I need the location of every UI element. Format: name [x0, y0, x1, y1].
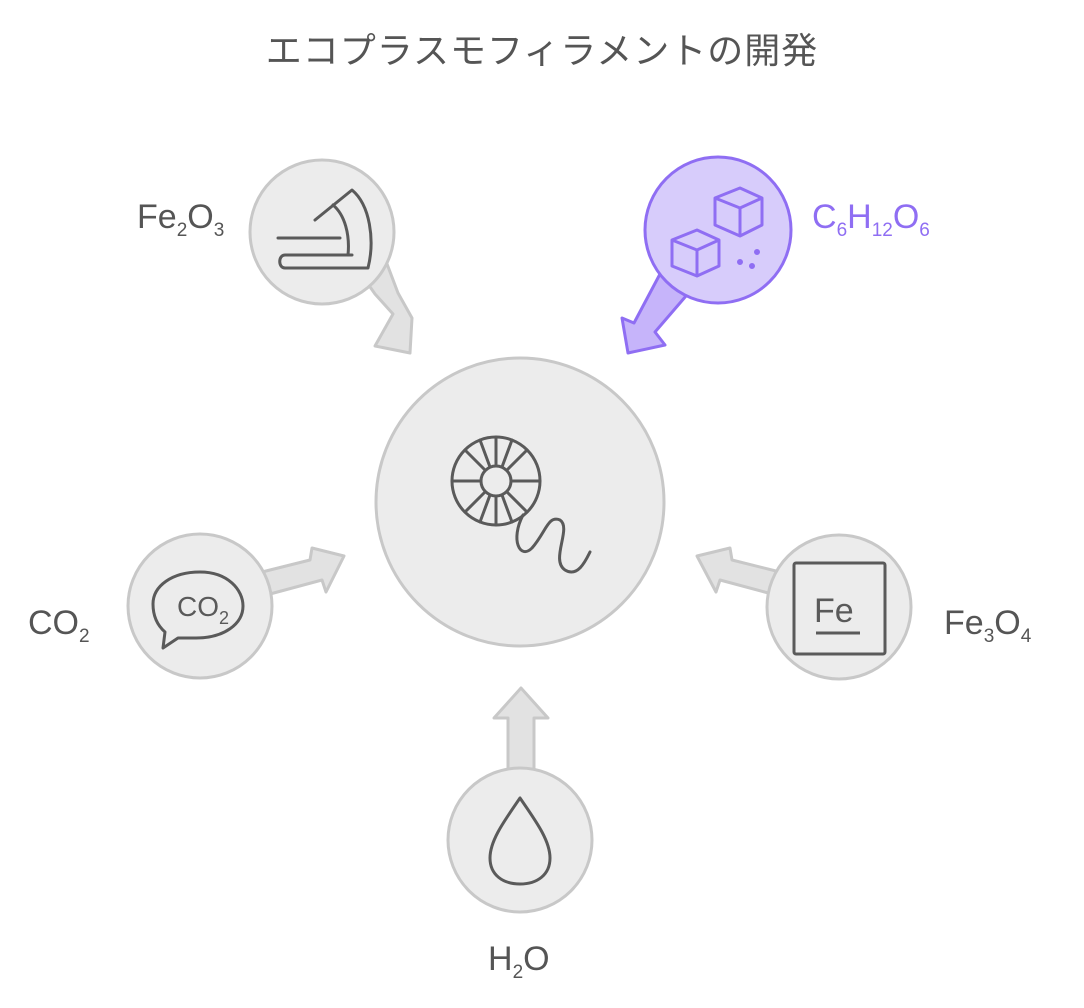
filament-spool-icon — [450, 435, 592, 574]
fe3o4-node: Fe — [765, 533, 913, 681]
fe-icon-text: Fe — [814, 592, 854, 630]
co2-speech-bubble-icon: CO 2 — [151, 570, 245, 650]
sugar-cubes-icon — [670, 186, 764, 278]
co2-node: CO 2 — [126, 532, 274, 680]
arrow-fe3o4-to-center — [695, 546, 782, 596]
h2o-node — [446, 766, 594, 914]
arrow-co2-to-center — [260, 546, 346, 596]
microscope-icon — [276, 188, 373, 270]
center-node — [374, 356, 666, 648]
co2-icon-text: CO — [177, 591, 219, 622]
glucose-node — [643, 155, 793, 305]
label-co2: CO2 — [28, 604, 90, 647]
water-drop-icon — [488, 796, 552, 886]
diagram-title: エコプラスモフィラメントの開発 — [265, 31, 819, 72]
label-fe3o4: Fe3O4 — [944, 604, 1032, 647]
fe2o3-node — [248, 158, 396, 306]
label-h2o: H2O — [488, 940, 550, 983]
label-glucose: C6H12O6 — [812, 198, 930, 241]
arrow-h2o-to-center — [492, 686, 550, 772]
co2-icon-sub: 2 — [219, 608, 229, 628]
fe-element-icon: Fe — [792, 561, 887, 656]
label-fe2o3: Fe2O3 — [137, 198, 225, 241]
